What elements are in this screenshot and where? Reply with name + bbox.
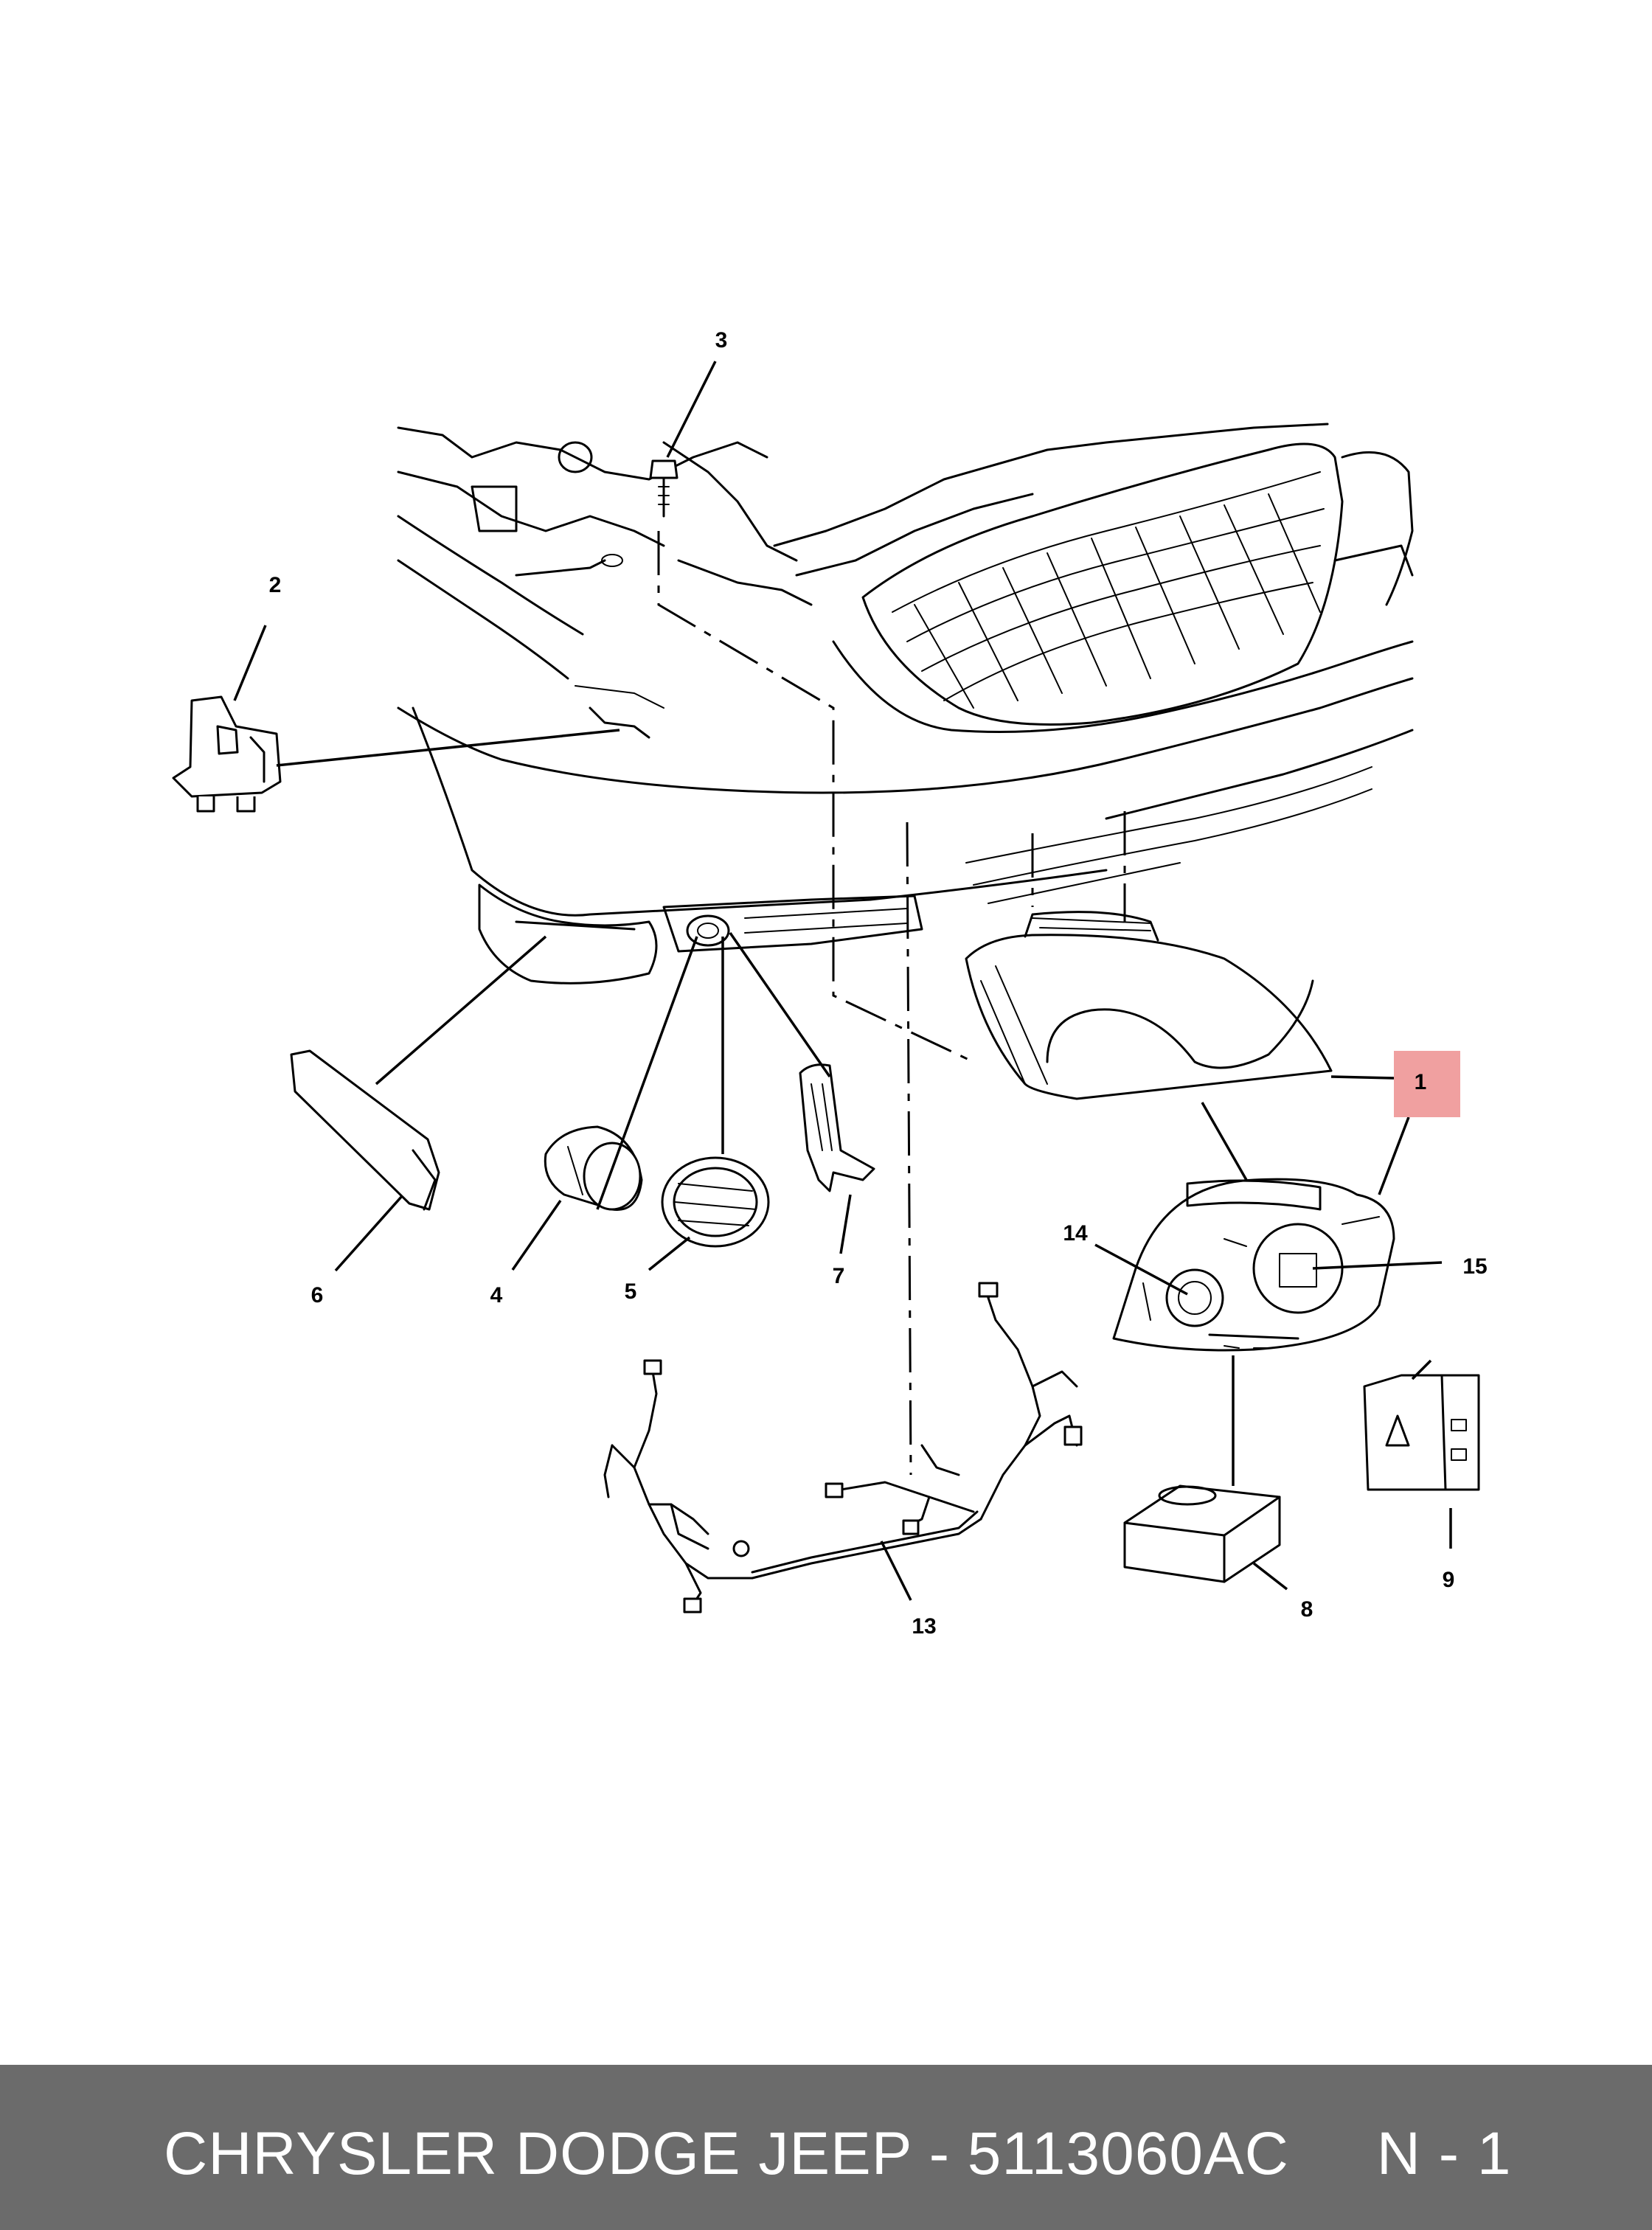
callout-label-7: 7 xyxy=(833,1264,845,1288)
leader-13 xyxy=(880,1540,912,1601)
callout-label-8: 8 xyxy=(1301,1597,1313,1622)
part-8-control-module xyxy=(1123,1484,1281,1583)
leader-7 xyxy=(729,932,831,1077)
leader-2 xyxy=(233,625,267,701)
footer-bar xyxy=(0,2065,1652,2230)
part-6-reflector xyxy=(290,1049,440,1211)
leader-5-b xyxy=(648,1236,691,1271)
footer-part-number-text: CHRYSLER DODGE JEEP - 5113060AC N - 1 xyxy=(164,2120,1512,2187)
callout-label-9: 9 xyxy=(1443,1568,1455,1592)
leader-1-box xyxy=(1330,1075,1395,1080)
leader-6 xyxy=(375,935,547,1086)
leader-2-attach xyxy=(276,729,620,767)
leader-3 xyxy=(666,361,717,458)
vehicle-front-body xyxy=(397,423,1414,1476)
leader-1-b xyxy=(1378,1116,1410,1195)
part-1-headlamp-assembly xyxy=(1112,1178,1395,1352)
callout-label-1: 1 xyxy=(1415,1070,1427,1094)
part-7-clip xyxy=(799,1063,875,1192)
callout-label-13: 13 xyxy=(912,1614,936,1639)
part-1-headlamp-installed xyxy=(965,911,1333,1100)
leader-8-b xyxy=(1252,1562,1288,1591)
callout-label-14: 14 xyxy=(1063,1221,1088,1246)
part-4-fog-lamp xyxy=(544,1125,643,1211)
callout-1-highlight xyxy=(1394,1051,1460,1117)
callout-label-6: 6 xyxy=(311,1283,324,1307)
leader-7-b xyxy=(839,1194,852,1254)
leader-9 xyxy=(1411,1359,1432,1380)
leader-4-b xyxy=(511,1200,562,1271)
callout-label-4: 4 xyxy=(490,1283,503,1307)
callout-label-2: 2 xyxy=(269,573,282,597)
part-9-ballast xyxy=(1363,1374,1480,1491)
part-3-bolt xyxy=(649,459,678,518)
leader-14 xyxy=(1094,1243,1188,1296)
part-5-bezel xyxy=(661,1156,770,1248)
callout-label-15: 15 xyxy=(1462,1254,1487,1279)
callout-label-3: 3 xyxy=(715,328,728,352)
leader-6-b xyxy=(334,1195,403,1272)
leader-15 xyxy=(1312,1261,1443,1270)
leader-4 xyxy=(596,936,698,1210)
leader-1 xyxy=(1201,1102,1248,1181)
callout-labels: 3 2 1 14 15 7 5 4 6 9 8 13 xyxy=(269,328,1488,1639)
part-13-wiring-harness xyxy=(603,1282,1083,1614)
callout-label-5: 5 xyxy=(625,1279,637,1304)
leader-lines xyxy=(233,361,1452,1601)
part-2-bracket xyxy=(172,695,282,813)
